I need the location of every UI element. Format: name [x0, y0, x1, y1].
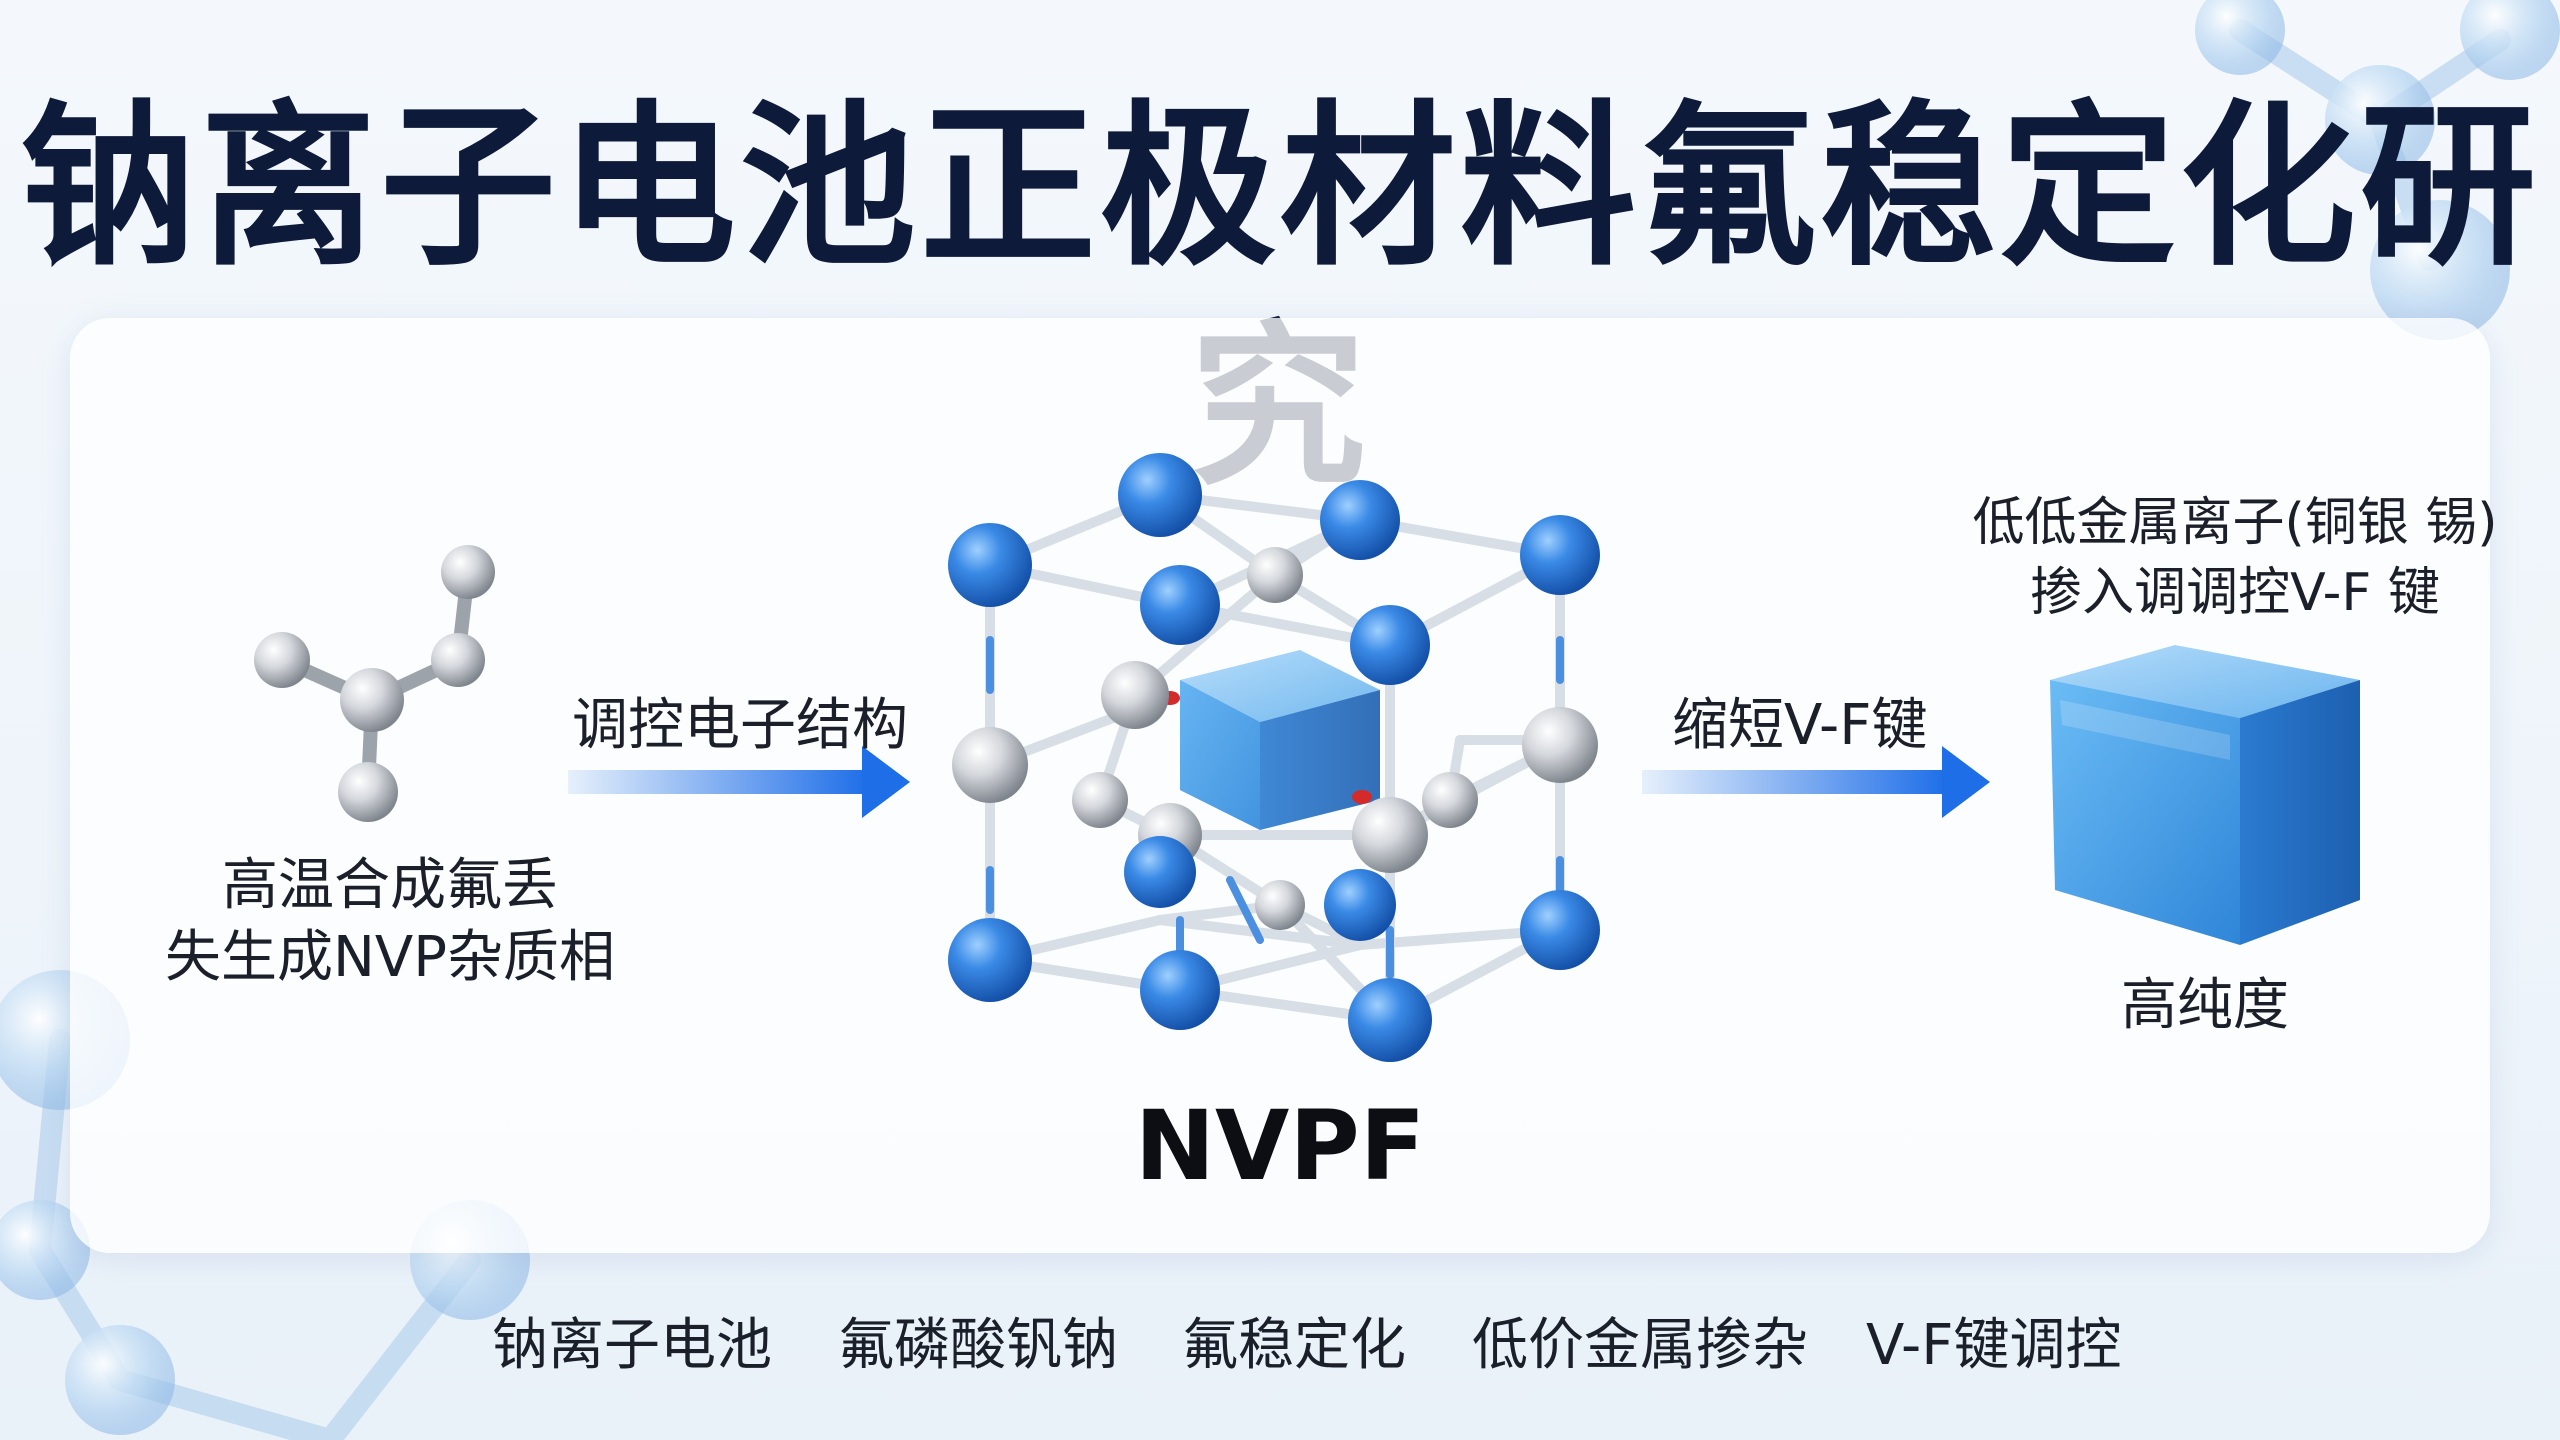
cube-icon	[2050, 645, 2360, 945]
keyword-tag: 低价金属掺杂	[1472, 1313, 1808, 1378]
left-caption-line: 高温合成氟丢	[222, 853, 558, 918]
right-caption-line: 掺入调调控V-F 键	[2030, 563, 2440, 623]
right-caption: 低低金属离子(铜银 锡) 掺入调调控V-F 键	[1910, 488, 2560, 628]
keyword-tag: 氟磷酸钒钠	[838, 1313, 1118, 1378]
keyword-tag: V-F键调控	[1866, 1313, 2122, 1378]
arrow-right-icon	[1642, 746, 1990, 818]
molecule-icon	[254, 545, 495, 822]
arrow2-label: 缩短V-F键	[1672, 693, 1928, 758]
purity-label: 高纯度	[2121, 973, 2289, 1038]
keyword-tag: 氟稳定化	[1182, 1313, 1406, 1378]
arrow1-label: 调控电子结构	[572, 693, 908, 758]
left-caption-line: 失生成NVP杂质相	[165, 925, 615, 990]
crystal-lattice-icon	[948, 453, 1600, 1062]
right-caption-line: 低低金属离子(铜银 锡)	[1972, 493, 2498, 553]
center-label: NVPF	[1134, 1090, 1426, 1202]
keyword-tags: 钠离子电池 氟磷酸钒钠 氟稳定化 低价金属掺杂 V-F键调控	[0, 1300, 2560, 1380]
arrow-right-icon	[568, 746, 910, 818]
keyword-tag: 钠离子电池	[492, 1313, 772, 1378]
left-caption: 高温合成氟丢 失生成NVP杂质相	[150, 850, 630, 994]
